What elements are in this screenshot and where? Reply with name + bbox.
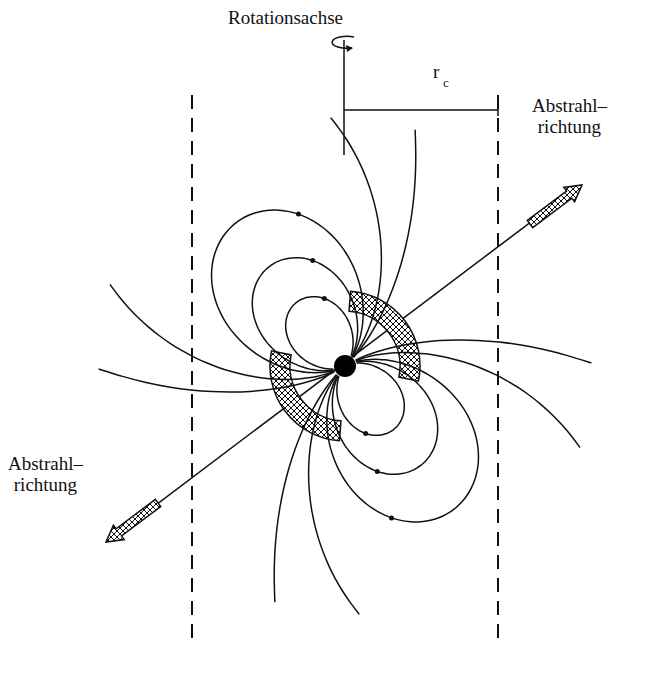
beam-label: Abstrahl– richtung <box>8 454 83 496</box>
open-field-line <box>99 369 335 392</box>
neutron-star <box>334 355 356 377</box>
closed-field-line <box>252 258 357 371</box>
field-arrow-dot <box>310 258 315 263</box>
field-arrow-dot <box>296 212 301 217</box>
open-field-line <box>354 130 416 358</box>
radius-bracket <box>497 104 499 116</box>
field-lines <box>99 118 592 615</box>
light-cylinder <box>497 95 499 642</box>
rotation-arrow-head <box>346 45 353 52</box>
closed-field-line <box>212 210 364 373</box>
open-field-line <box>355 340 591 363</box>
open-field-line <box>331 118 382 357</box>
axis-label: Rotationsachse <box>228 8 343 29</box>
field-arrow-dot <box>389 515 394 520</box>
beam-arrow <box>106 499 161 542</box>
field-arrow-dot <box>363 431 368 436</box>
open-field-line <box>274 374 336 602</box>
field-arrow-dot <box>375 469 380 474</box>
beam-label: Abstrahl– richtung <box>532 96 607 138</box>
closed-field-line <box>332 361 437 474</box>
field-arrow-dot <box>322 296 327 301</box>
closed-field-line <box>327 359 479 522</box>
open-field-line <box>110 284 334 379</box>
light-cylinder <box>191 95 193 642</box>
radius-subscript: c <box>443 76 449 90</box>
rotation-axis <box>343 40 345 155</box>
beam-arrow <box>527 185 582 228</box>
rotation-arrow <box>332 36 354 48</box>
radius-bracket <box>344 109 498 111</box>
beam-axis <box>140 209 548 517</box>
open-field-line <box>309 375 360 614</box>
open-field-line <box>356 353 580 448</box>
radius-label: r <box>433 62 439 83</box>
